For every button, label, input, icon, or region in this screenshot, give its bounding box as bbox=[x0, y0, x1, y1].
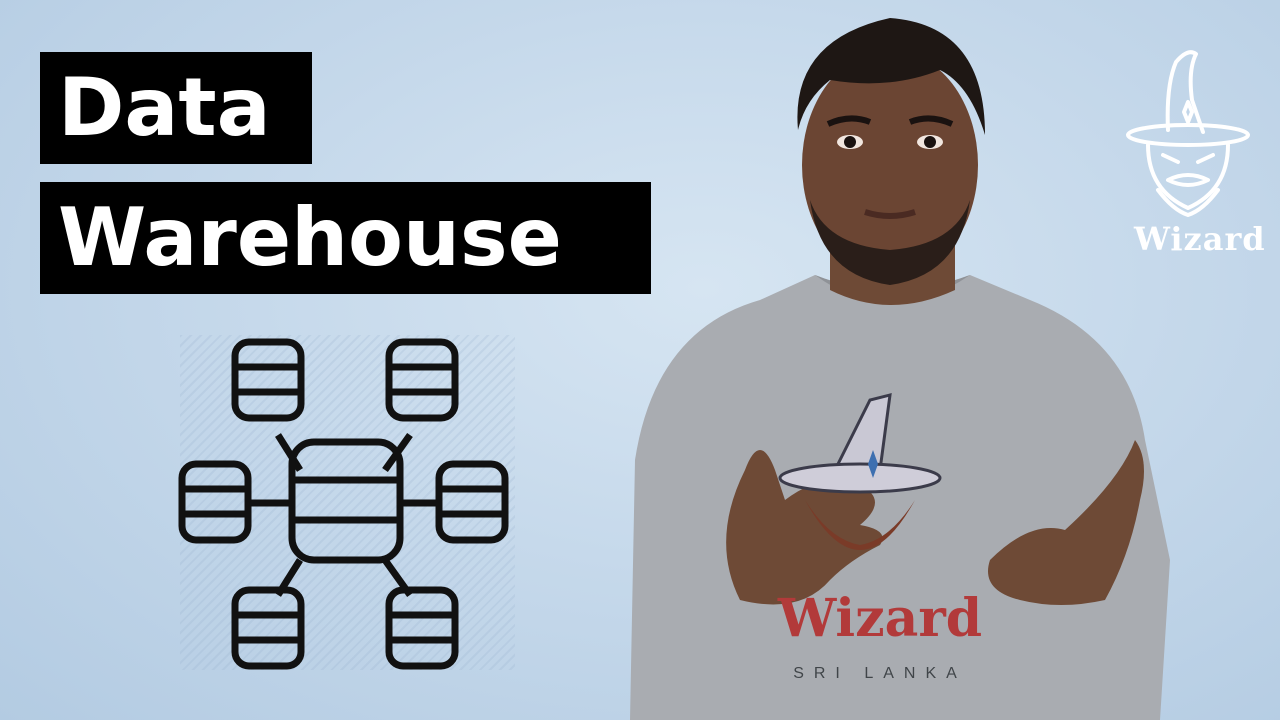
logo-text: Wizard bbox=[1134, 220, 1266, 258]
shirt-subtext: SRI LANKA bbox=[793, 665, 967, 682]
database-icon bbox=[439, 464, 505, 540]
shirt-wizard-graphic bbox=[778, 393, 942, 550]
title-line-2: Warehouse bbox=[40, 182, 651, 294]
presenter-figure bbox=[630, 18, 1170, 720]
connector-line bbox=[275, 433, 303, 472]
shirt-brand-text: Wizard bbox=[777, 588, 983, 649]
wizard-logo-icon bbox=[1126, 50, 1250, 217]
database-network-icon bbox=[170, 330, 530, 680]
database-icon bbox=[235, 342, 301, 418]
database-icon bbox=[389, 342, 455, 418]
database-icon bbox=[235, 590, 301, 666]
database-icon bbox=[389, 590, 455, 666]
central-database-icon bbox=[288, 438, 404, 564]
database-icon bbox=[182, 464, 248, 540]
title-line-1: Data bbox=[40, 52, 312, 164]
